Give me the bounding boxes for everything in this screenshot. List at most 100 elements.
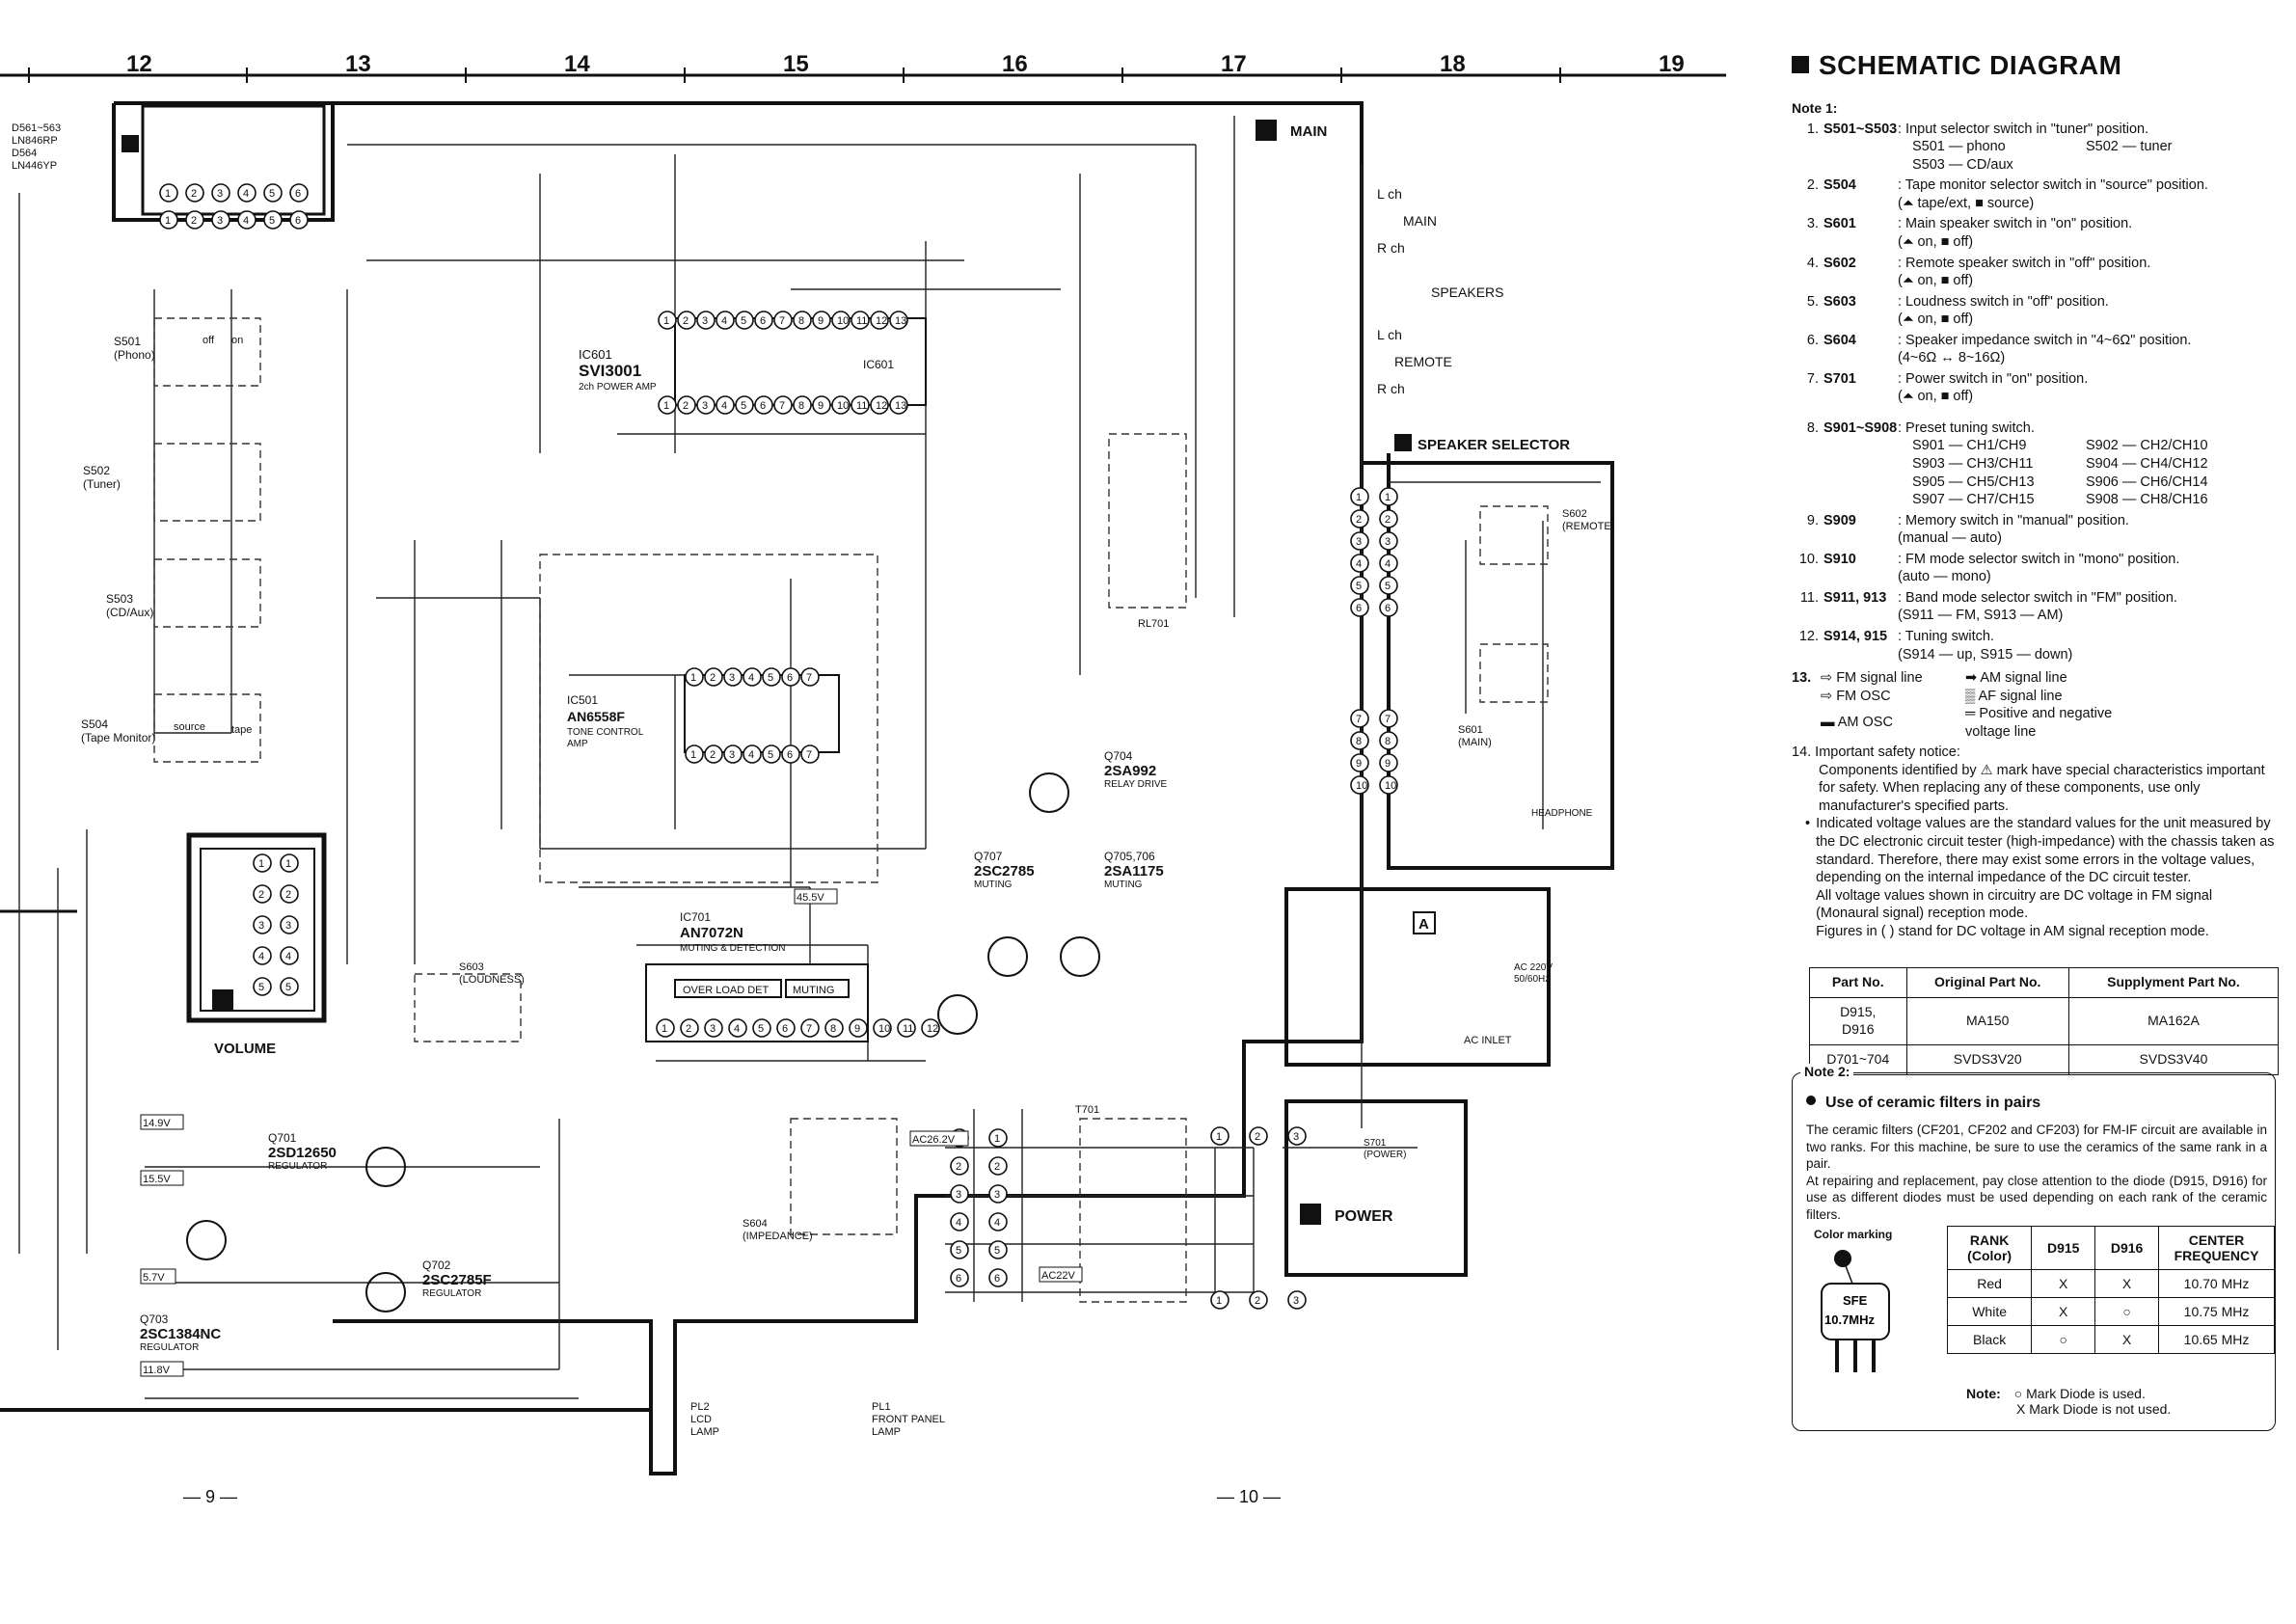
svg-text:12: 12 [876, 315, 887, 327]
ic501-desc-line-0: TONE CONTROL [567, 727, 644, 738]
notes-panel: SCHEMATIC DIAGRAM Note 1: 1.S501~S503: I… [1792, 48, 2280, 1075]
am-signal-line-legend: ➡ AM signal line [1965, 670, 2067, 687]
terminal-pin: 7 [773, 395, 793, 415]
note-row: 5.S603: Loudness switch in "off" positio… [1806, 293, 2109, 328]
svg-text:3: 3 [285, 920, 291, 932]
voltage-tag [140, 1170, 184, 1186]
svg-text:3: 3 [702, 400, 708, 412]
voltage-tag [1039, 1266, 1083, 1283]
terminal-pin: 6 [1350, 598, 1369, 617]
voltage-tag-text: 14.9V [143, 1118, 171, 1129]
terminal-pin: 4 [716, 395, 735, 415]
terminal-pin: 6 [289, 183, 309, 203]
svg-text:8: 8 [798, 400, 804, 412]
svg-text:4: 4 [721, 315, 727, 327]
svg-text:3: 3 [956, 1189, 961, 1201]
terminal-pin: 7 [800, 667, 820, 687]
parts-table: Part No.Original Part No.Supplyment Part… [1809, 967, 2280, 1075]
terminal-pin: 1 [1350, 487, 1369, 506]
speakers-label: SPEAKERS [1431, 284, 1503, 300]
svg-text:1: 1 [663, 400, 669, 412]
voltage-tag-text: 11.8V [143, 1365, 171, 1376]
voltage-tag-text: AC22V [1041, 1270, 1076, 1282]
terminal-pin: 2 [185, 210, 204, 230]
section-badge-j: J [125, 137, 133, 152]
terminal-pin: 1 [656, 1018, 675, 1038]
svg-text:2: 2 [191, 215, 197, 227]
svg-text:10: 10 [837, 400, 849, 412]
svg-text:3: 3 [1293, 1131, 1299, 1143]
section-label-power: POWER [1335, 1208, 1393, 1225]
terminal-pin: 3 [1287, 1290, 1307, 1310]
terminal-pin: 2 [1350, 509, 1369, 528]
ic701-name: IC701 [680, 910, 711, 924]
svg-text:6: 6 [787, 749, 793, 761]
svg-text:7: 7 [1356, 714, 1362, 725]
terminal-pin: 1 [685, 667, 704, 687]
svg-text:5: 5 [285, 982, 291, 993]
note2-title: Use of ceramic filters in pairs [1806, 1095, 2040, 1112]
terminal-pin: 1 [1379, 487, 1398, 506]
speaker-lch: L ch [1377, 186, 1402, 202]
ic501-desc-line-1: AMP [567, 739, 588, 749]
q705-name: Q705,706 [1104, 850, 1155, 863]
terminal-pin: 2 [988, 1156, 1008, 1176]
svg-text:9: 9 [1385, 758, 1391, 770]
terminal-pin: 3 [211, 183, 230, 203]
note-row: 6.S604: Speaker impedance switch in "4~6… [1806, 332, 2192, 366]
terminal-pin: 9 [849, 1018, 868, 1038]
svg-text:1: 1 [1216, 1295, 1222, 1307]
s503-label-line-1: (CD/Aux) [106, 606, 153, 619]
svg-text:1: 1 [663, 315, 669, 327]
terminal-pin: 9 [1350, 753, 1369, 772]
terminal-pin: 4 [950, 1212, 969, 1232]
terminal-pin: 8 [793, 395, 812, 415]
af-signal-line-legend: ▒ AF signal line [1965, 688, 2063, 704]
svg-text:6: 6 [760, 400, 766, 412]
terminal-pin: 9 [812, 311, 831, 330]
terminal-pin: 10 [831, 311, 851, 330]
svg-text:3: 3 [710, 1023, 716, 1035]
svg-text:4: 4 [734, 1023, 740, 1035]
svg-text:1: 1 [690, 749, 696, 761]
svg-text:6: 6 [295, 188, 301, 200]
q703-name: Q703 [140, 1313, 169, 1326]
terminal-pin: 11 [851, 395, 870, 415]
legend-13: 13. ⇨ FM signal line ➡ AM signal line ⇨ … [1792, 669, 2279, 741]
am-osc-legend: ▬ AM OSC [1821, 715, 1893, 731]
svg-text:8: 8 [830, 1023, 836, 1035]
terminal-pin: 7 [773, 311, 793, 330]
svg-text:3: 3 [1385, 536, 1391, 548]
terminal-pin: 4 [988, 1212, 1008, 1232]
terminal-pin: 6 [950, 1268, 969, 1287]
terminal-pin: 4 [1350, 554, 1369, 573]
terminal-pin: 4 [280, 946, 299, 965]
svg-text:5: 5 [768, 749, 773, 761]
ruler-number-19: 19 [1659, 51, 1685, 77]
terminal-pin: 4 [253, 946, 272, 965]
svg-text:4: 4 [1356, 558, 1362, 570]
ruler-number-18: 18 [1440, 51, 1466, 77]
section-label-main: MAIN [1290, 123, 1327, 140]
terminal-pin: 3 [988, 1184, 1008, 1204]
terminal-pin: 1 [159, 210, 178, 230]
terminal-pin: 4 [237, 210, 257, 230]
svg-text:4: 4 [243, 188, 249, 200]
svg-text:4: 4 [258, 951, 264, 962]
terminal-pin: 10 [1350, 775, 1369, 795]
terminal-pin: 12 [870, 311, 889, 330]
section-badge-k: K [1260, 123, 1271, 140]
ac-input-label-line-1: 50/60Hz [1514, 974, 1550, 985]
terminal-pin: 2 [1249, 1290, 1268, 1310]
q707-part: 2SC2785 [974, 863, 1035, 880]
svg-text:6: 6 [956, 1273, 961, 1285]
svg-text:2: 2 [683, 315, 689, 327]
terminal-pin: 10 [1379, 775, 1398, 795]
terminal-pin: 4 [743, 744, 762, 764]
t701-label: T701 [1075, 1104, 1099, 1116]
terminal-pin: 2 [677, 395, 696, 415]
svg-text:5: 5 [1356, 581, 1362, 592]
terminal-pin: 1 [988, 1128, 1008, 1148]
